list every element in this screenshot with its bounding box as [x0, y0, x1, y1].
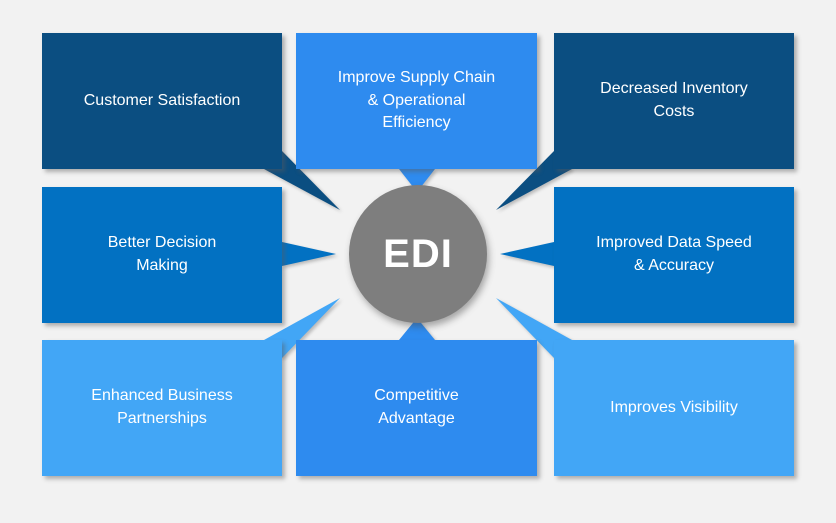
pointer-top-middle-icon — [399, 169, 435, 192]
benefit-box-improves-visibility: Improves Visibility — [554, 340, 794, 476]
benefit-box-improved-data-speed: Improved Data Speed & Accuracy — [554, 187, 794, 323]
benefit-label: Customer Satisfaction — [83, 91, 241, 109]
pointer-top-right-icon — [496, 151, 572, 210]
benefit-label: Improves Visibility — [610, 398, 738, 416]
benefit-label: Improve Supply Chain & Operational Effic… — [337, 68, 496, 132]
benefit-box-decreased-inventory-costs: Decreased Inventory Costs — [554, 33, 794, 169]
edi-center-circle: EDI — [349, 185, 487, 323]
benefit-label: Improved Data Speed & Accuracy — [596, 234, 752, 274]
benefit-box-better-decision-making: Better Decision Making — [42, 187, 282, 323]
pointer-middle-right-icon — [500, 242, 554, 266]
benefit-box-enhanced-business-partnerships: Enhanced Business Partnerships — [42, 340, 282, 476]
benefit-box-customer-satisfaction: Customer Satisfaction — [42, 33, 282, 169]
benefit-label: Better Decision Making — [107, 234, 217, 274]
benefit-label: Competitive Advantage — [374, 387, 459, 427]
benefit-box-improve-supply-chain: Improve Supply Chain & Operational Effic… — [296, 33, 537, 169]
pointer-bottom-middle-icon — [399, 318, 435, 340]
benefit-box-competitive-advantage: Competitive Advantage — [296, 340, 537, 476]
benefit-label: Enhanced Business Partnerships — [91, 387, 233, 427]
benefit-label: Decreased Inventory Costs — [600, 80, 748, 120]
edi-label: EDI — [383, 231, 453, 276]
pointer-top-left-icon — [264, 151, 340, 210]
pointer-bottom-right-icon — [496, 298, 572, 358]
pointer-middle-left-icon — [282, 242, 336, 266]
pointer-bottom-left-icon — [264, 298, 340, 358]
